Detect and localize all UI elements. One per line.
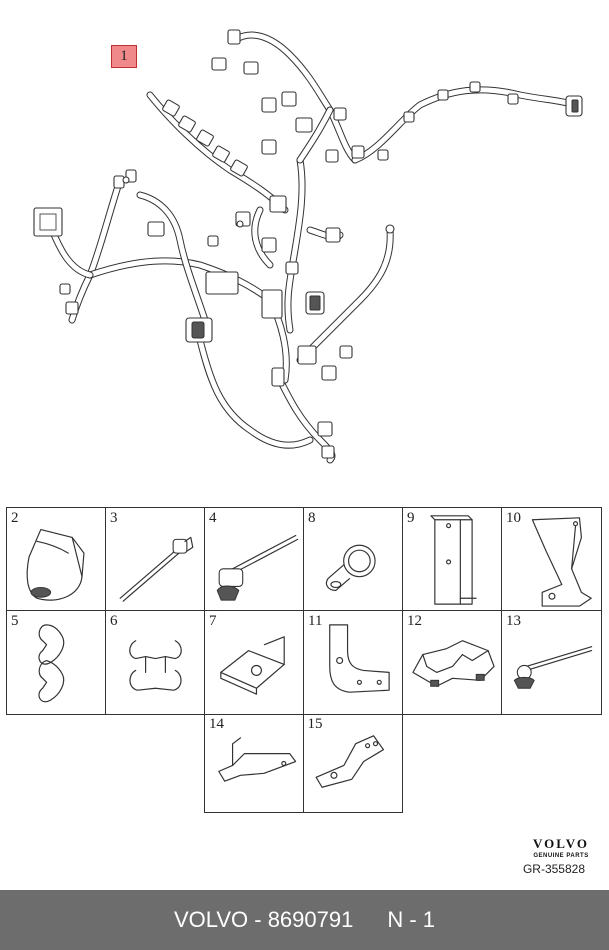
part-cell: 15 bbox=[304, 714, 403, 812]
parts-grid-row: 14 15 bbox=[204, 714, 403, 813]
brand-logo-text: VOLVO bbox=[533, 836, 589, 851]
offset-bracket-icon bbox=[315, 735, 384, 788]
wiring-harness-diagram bbox=[33, 29, 583, 464]
part-number: 10 bbox=[506, 510, 521, 526]
footer-part-number: VOLVO - 8690791 bbox=[173, 907, 354, 932]
cable-holder-icon bbox=[412, 640, 495, 687]
part-number: 7 bbox=[209, 613, 217, 629]
part-cell: 5 bbox=[7, 611, 106, 714]
part-number: 3 bbox=[110, 510, 118, 526]
p-clamp-icon bbox=[325, 544, 376, 591]
part-number: 8 bbox=[308, 510, 316, 526]
part-number: 4 bbox=[209, 510, 217, 526]
part-cell: 10 bbox=[502, 508, 601, 611]
rubber-boot-icon bbox=[26, 528, 85, 601]
long-bracket-icon bbox=[430, 515, 477, 605]
double-clip-icon bbox=[38, 624, 65, 703]
footer-quantity: N - 1 bbox=[387, 907, 436, 932]
angle-bracket-icon bbox=[329, 624, 390, 693]
part-number: 14 bbox=[209, 716, 224, 732]
part-cell: 8 bbox=[304, 508, 403, 611]
part-cell: 4 bbox=[205, 508, 304, 611]
part-number: 11 bbox=[308, 613, 323, 629]
part-cell: 3 bbox=[106, 508, 205, 611]
cable-tie-clip-icon bbox=[119, 536, 194, 602]
part-number: 9 bbox=[407, 510, 415, 526]
part-number: 12 bbox=[407, 613, 422, 629]
part-number: 15 bbox=[307, 716, 323, 732]
part-cell: 6 bbox=[106, 611, 205, 714]
part-cell: 13 bbox=[502, 611, 601, 714]
part-cell: 9 bbox=[403, 508, 502, 611]
part-cell: 11 bbox=[304, 611, 403, 714]
mounting-bracket-icon bbox=[531, 517, 592, 607]
volvo-genuine-parts-logo: VOLVO GENUINE PARTS bbox=[533, 836, 589, 859]
triple-clip-icon bbox=[129, 640, 182, 691]
part-number: 5 bbox=[11, 613, 19, 629]
part-cell: 14 bbox=[205, 714, 304, 812]
bent-bracket-icon bbox=[218, 737, 297, 782]
part-cell: 12 bbox=[403, 611, 502, 714]
part-number: 2 bbox=[11, 510, 19, 526]
parts-grid: 2 3 4 8 bbox=[6, 507, 602, 715]
brand-subtitle: GENUINE PARTS bbox=[533, 853, 589, 859]
part-number: 6 bbox=[110, 613, 118, 629]
wiring-harness-illustration bbox=[33, 29, 583, 464]
cable-tie-mount-icon bbox=[216, 534, 299, 601]
part-cell: 2 bbox=[7, 508, 106, 611]
flat-bracket-icon bbox=[220, 636, 285, 695]
part-number: 13 bbox=[506, 613, 521, 629]
main-part-callout: 1 bbox=[111, 45, 137, 68]
part-cell: 7 bbox=[205, 611, 304, 714]
cable-tie-anchor-icon bbox=[513, 646, 593, 689]
footer-bar: VOLVO - 8690791 N - 1 bbox=[0, 890, 609, 950]
diagram-reference-code: GR-355828 bbox=[522, 862, 585, 876]
